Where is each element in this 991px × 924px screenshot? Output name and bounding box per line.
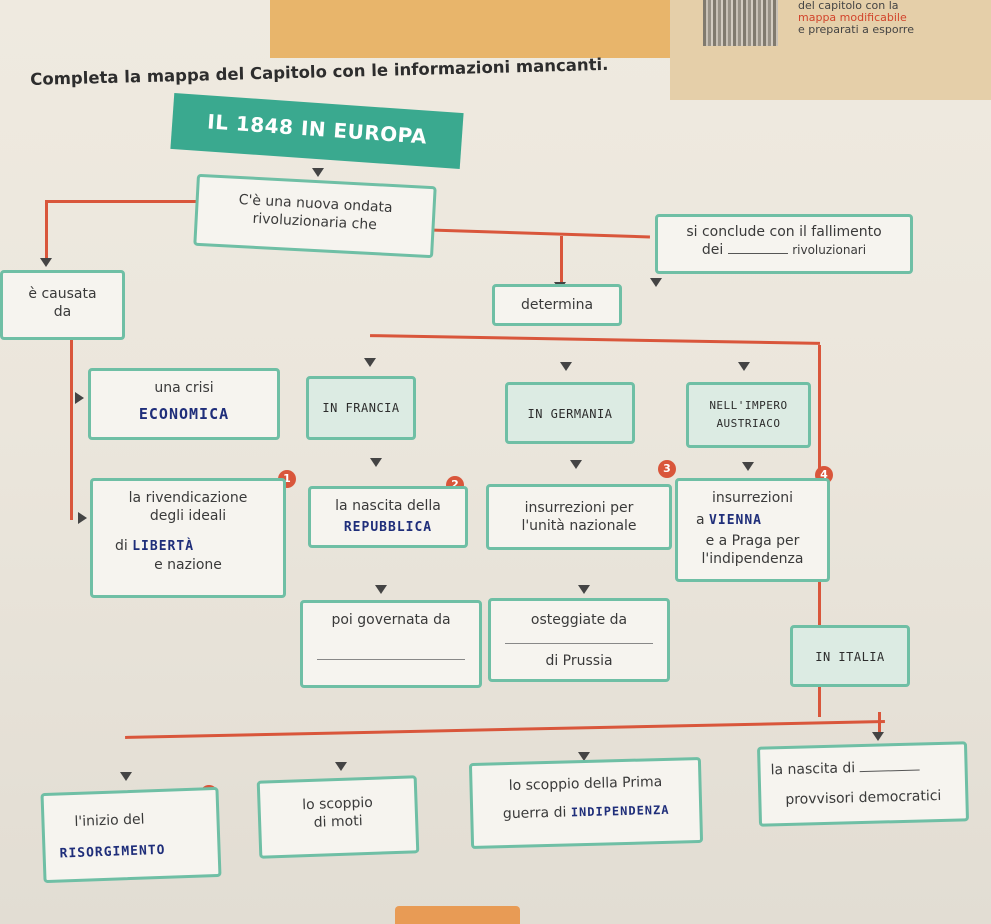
causata-line2: da <box>53 304 72 320</box>
conclude-box: si conclude con il fallimento dei rivolu… <box>655 214 913 274</box>
region-francia: IN FRANCIA <box>306 376 416 440</box>
guerra-prefix: guerra di <box>502 804 567 823</box>
connector <box>878 712 881 732</box>
arrow-right <box>78 512 87 524</box>
crisi-label: una crisi <box>154 380 214 396</box>
nascita-governi-line2: provvisori democratici <box>785 787 942 809</box>
crisi-answer[interactable]: ECONOMICA <box>138 405 230 423</box>
governata-box: poi governata da <box>300 600 482 688</box>
conclude-blank <box>727 253 788 254</box>
arrow-down <box>578 585 590 594</box>
causata-line1: è causata <box>28 286 97 302</box>
exercise-heading: Completa la mappa del Capitolo con le in… <box>30 54 609 89</box>
conclude-text1: si conclude con il fallimento <box>686 224 882 240</box>
rivendicazione-prefix: di <box>115 538 128 554</box>
qr-note: del capitolo con la mappa modificabile e… <box>798 0 958 36</box>
conclude-text2: dei rivoluzionari <box>658 241 910 259</box>
arrow-down <box>40 258 52 267</box>
nascita-text: la nascita della <box>335 498 441 514</box>
rivendicazione-line4: e nazione <box>154 557 222 573</box>
page-edge-bottom-tab <box>395 906 520 924</box>
rivendicazione-box: la rivendicazione degli ideali di LIBERT… <box>90 478 286 598</box>
arrow-down <box>570 460 582 469</box>
region-germania-label: IN GERMANIA <box>527 407 613 421</box>
arrow-down <box>375 585 387 594</box>
insurrezioni-unita-line2: l'unità nazionale <box>521 518 637 534</box>
region-impero-line1: NELL'IMPERO <box>709 399 788 412</box>
insurrezioni-unita-box: insurrezioni per l'unità nazionale <box>486 484 672 550</box>
nascita-governi-box: la nascita di provvisori democratici <box>756 741 970 827</box>
nascita-governi-line1: la nascita di <box>770 760 856 779</box>
arrow-right <box>75 392 84 404</box>
region-impero: NELL'IMPERO AUSTRIACO <box>686 382 811 448</box>
conclude-prefix: dei <box>701 242 724 258</box>
rivendicazione-line1: la rivendicazione <box>128 490 248 506</box>
region-italia: IN ITALIA <box>790 625 910 687</box>
governata-blank[interactable] <box>317 641 465 660</box>
connector <box>45 200 48 260</box>
causata-box: è causata da <box>0 270 125 340</box>
inizio-box: l'inizio del RISORGIMENTO <box>40 786 222 884</box>
determina-text: determina <box>520 297 594 313</box>
qr-note-line1: del capitolo con la <box>798 0 899 12</box>
crisi-box: una crisi ECONOMICA <box>88 368 280 440</box>
nascita-box: la nascita della REPUBBLICA <box>308 486 468 548</box>
conclude-suffix: rivoluzionari <box>792 243 867 257</box>
title-box: IL 1848 IN EUROPA <box>170 92 464 170</box>
osteggiate-blank[interactable] <box>505 633 653 644</box>
rivendicazione-answer[interactable]: LIBERTÀ <box>132 539 195 554</box>
qr-code <box>703 0 778 46</box>
determina-box: determina <box>492 284 622 326</box>
guerra-line1: lo scoppio della Prima <box>508 774 663 795</box>
insurrezioni-vienna-line3: e a Praga per <box>705 533 800 549</box>
arrow-down <box>120 772 132 781</box>
badge-3: 3 <box>658 460 676 478</box>
region-italia-label: IN ITALIA <box>815 650 885 664</box>
arrow-down <box>560 362 572 371</box>
rivendicazione-line2: degli ideali <box>149 508 227 524</box>
arrow-down <box>578 752 590 761</box>
arrow-down <box>335 762 347 771</box>
connector <box>125 720 885 739</box>
arrow-down <box>312 168 324 177</box>
arrow-down <box>872 732 884 741</box>
connector <box>430 228 650 239</box>
connector <box>560 236 563 286</box>
qr-note-line3: e preparati a esporre <box>798 23 914 36</box>
connector <box>70 330 73 520</box>
arrow-down <box>738 362 750 371</box>
arrow-down <box>370 458 382 467</box>
region-francia-label: IN FRANCIA <box>322 401 400 415</box>
osteggiate-box: osteggiate da di Prussia <box>488 598 670 682</box>
insurrezioni-vienna-line4: l'indipendenza <box>701 551 804 567</box>
region-germania: IN GERMANIA <box>505 382 635 444</box>
insurrezioni-unita-line1: insurrezioni per <box>524 500 634 516</box>
arrow-down <box>364 358 376 367</box>
map-title: IL 1848 IN EUROPA <box>206 109 428 149</box>
insurrezioni-vienna-box: insurrezioni a VIENNA e a Praga per l'in… <box>675 478 830 582</box>
connector <box>370 334 820 345</box>
insurrezioni-vienna-line1: insurrezioni <box>711 490 794 506</box>
guerra-box: lo scoppio della Prima guerra di INDIPEN… <box>468 756 704 850</box>
qr-note-line2: mappa modificabile <box>798 11 907 24</box>
scoppio-box: lo scoppio di moti <box>256 775 420 859</box>
arrow-down <box>742 462 754 471</box>
governata-text: poi governata da <box>331 612 451 628</box>
connector <box>45 200 210 203</box>
inizio-answer[interactable]: RISORGIMENTO <box>59 842 166 862</box>
nascita-governi-blank[interactable] <box>859 769 920 773</box>
insurrezioni-vienna-answer[interactable]: VIENNA <box>709 513 763 528</box>
arrow-down <box>650 278 662 287</box>
inizio-text: l'inizio del <box>74 811 145 830</box>
nascita-answer[interactable]: REPUBBLICA <box>343 520 433 535</box>
osteggiate-line2: di Prussia <box>545 653 613 669</box>
root-box: C'è una nuova ondata rivoluzionaria che <box>193 173 437 259</box>
insurrezioni-vienna-prefix: a <box>696 512 705 528</box>
region-impero-line2: AUSTRIACO <box>716 417 781 430</box>
osteggiate-line1: osteggiate da <box>530 612 628 628</box>
guerra-answer[interactable]: INDIPENDENZA <box>570 802 670 820</box>
